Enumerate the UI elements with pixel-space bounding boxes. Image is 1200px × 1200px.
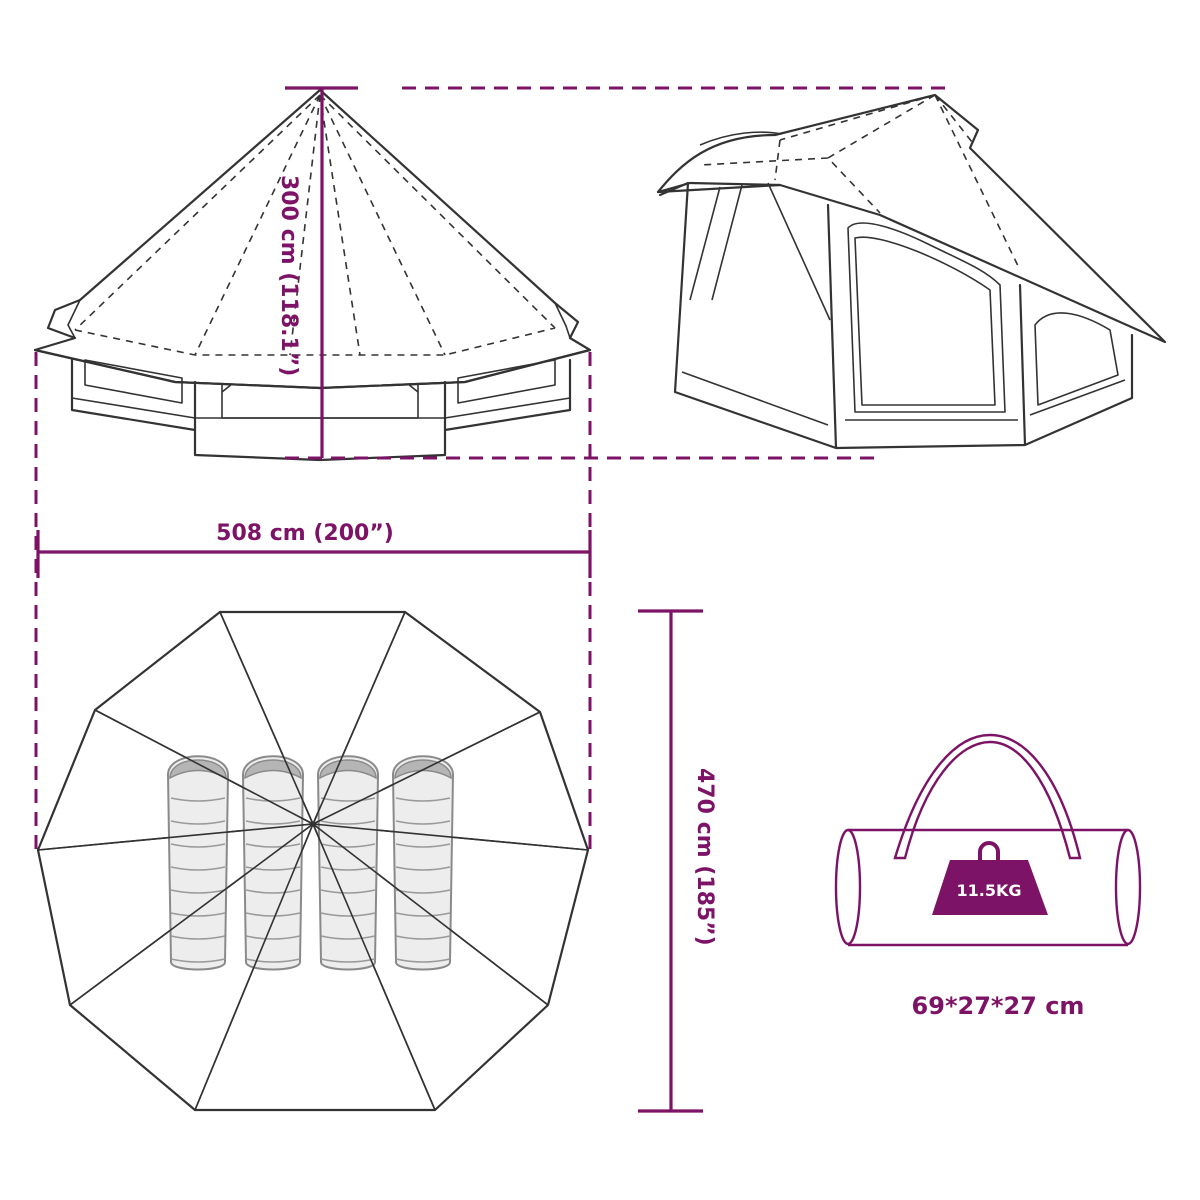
sleeping-bag-body [391, 755, 455, 971]
sleeping-bag-rib [395, 797, 451, 802]
tent-side-view [656, 93, 1167, 450]
sleeping-bag [241, 755, 305, 971]
sleeping-bag-rib [320, 889, 376, 894]
tent-floor-plan [36, 610, 590, 1112]
bag-weight: 11.5KG [956, 881, 1021, 900]
sleeping-bag-rib [170, 843, 226, 848]
height-dimension: 300 cm (118.1”) [276, 86, 358, 458]
sleeping-bag-rib [170, 889, 226, 894]
sleeping-bag-rib [395, 820, 451, 825]
sleeping-bag-rib [320, 843, 376, 848]
sleeping-bag-rib [320, 797, 376, 802]
bag-size: 69*27*27 cm [912, 992, 1085, 1020]
sleeping-bag [316, 755, 380, 971]
sleeping-bag-rib [395, 935, 451, 940]
sleeping-bag-rib [320, 912, 376, 917]
sleeping-bag-rib [245, 843, 301, 848]
floor-spoke [312, 823, 589, 851]
floor-spoke [312, 823, 436, 1111]
sleeping-bag-rib [245, 935, 301, 940]
sleeping-bag-rib [170, 866, 226, 871]
sleeping-bag-rib [170, 912, 226, 917]
sleeping-bag-body [241, 755, 305, 971]
depth-dimension: 470 cm (185”) [638, 609, 717, 1113]
floor-spoke [312, 611, 406, 825]
floor-spoke [69, 823, 314, 1006]
sleeping-bag-body [316, 755, 380, 971]
floor-spoke [312, 711, 541, 825]
floor-spoke [37, 823, 314, 851]
sleeping-bag-body [166, 755, 230, 971]
sleeping-bag-rib [170, 820, 226, 825]
sleeping-bag-rib [245, 958, 301, 963]
sleeping-bag-rib [245, 797, 301, 802]
width-label: 508 cm (200”) [216, 521, 394, 546]
bag-handle [893, 733, 1082, 860]
sleeping-bag-rib [170, 935, 226, 940]
weight-icon: 11.5KG [932, 841, 1048, 915]
floor-spoke [219, 611, 314, 825]
sleeping-bag-rib [395, 912, 451, 917]
floor-spoke [94, 709, 314, 825]
floor-spoke [312, 823, 549, 1006]
sleeping-bag-rib [170, 958, 226, 963]
sleeping-bag-hood [169, 759, 227, 780]
sleeping-bag [391, 755, 455, 971]
sleeping-bags [166, 755, 455, 971]
sleeping-bag-rib [320, 820, 376, 825]
sleeping-bag-rib [245, 889, 301, 894]
floor-plan-spokes-overlay [37, 611, 589, 1111]
width-dimension: 508 cm (200”) [34, 352, 592, 852]
sleeping-bag-rib [170, 797, 226, 802]
sleeping-bag-hood [319, 759, 377, 780]
floor-spoke [194, 823, 314, 1111]
depth-label: 470 cm (185”) [692, 768, 717, 946]
height-label: 300 cm (118.1”) [276, 175, 301, 376]
bag-body [848, 828, 1128, 947]
sleeping-bag-rib [320, 935, 376, 940]
sleeping-bag [166, 755, 230, 971]
carry-bag: 11.5KG 69*27*27 cm [834, 733, 1142, 1020]
sleeping-bag-rib [395, 843, 451, 848]
sleeping-bag-rib [395, 958, 451, 963]
sleeping-bag-rib [245, 820, 301, 825]
tent-front-view [33, 88, 592, 462]
height-guide-lines [285, 86, 952, 460]
sleeping-bag-rib [395, 866, 451, 871]
sleeping-bag-rib [245, 912, 301, 917]
